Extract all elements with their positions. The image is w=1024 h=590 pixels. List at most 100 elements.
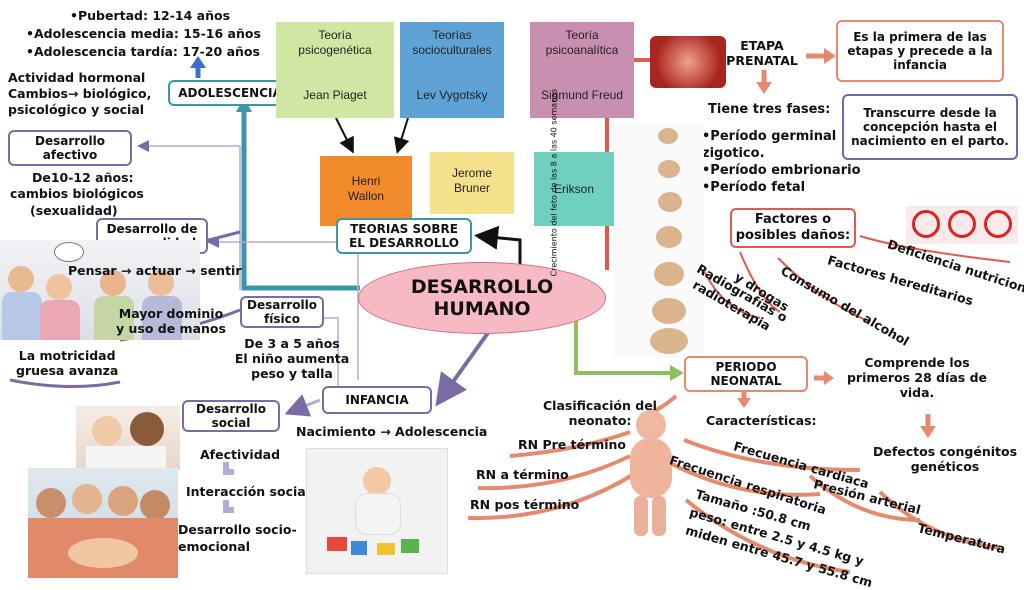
affective-node[interactable]: Desarrollo afectivo bbox=[8, 130, 132, 166]
central-node[interactable]: DESARROLLO HUMANO bbox=[358, 262, 606, 334]
theory-erikson-label: Erikson bbox=[553, 182, 594, 196]
risk-factors-node[interactable]: Factores o posibles daños: bbox=[730, 208, 856, 248]
phase-embryonic: •Período embrionario bbox=[702, 163, 861, 178]
theory-freud[interactable]: Teoría psicoanalítica Sigmund Freud bbox=[530, 22, 634, 118]
think-act-feel: Pensar → actuar → sentir bbox=[68, 263, 242, 278]
theory-bruner-last: Bruner bbox=[453, 181, 491, 195]
no-drugs-icon bbox=[984, 210, 1012, 238]
physical-growth-text: De 3 a 5 años El niño aumenta peso y tal… bbox=[232, 336, 352, 381]
theory-bruner[interactable]: Jerome Bruner bbox=[430, 152, 514, 214]
fetal-growth-caption: Crecimiento del feto de las 8 a las 40 s… bbox=[549, 88, 559, 277]
central-title-line2: HUMANO bbox=[433, 298, 531, 320]
personality-node-line1: Desarrollo de bbox=[106, 222, 198, 236]
prenatal-note2-line2: concepción hasta el bbox=[863, 120, 997, 134]
gross-motor-label: La motricidad gruesa avanza bbox=[16, 348, 118, 378]
phase-fetal: •Período fetal bbox=[702, 180, 806, 195]
hormonal-activity: Actividad hormonal bbox=[8, 70, 146, 85]
risk-factors-line2: posibles daños: bbox=[735, 228, 851, 243]
affective-sexuality: (sexualidad) bbox=[30, 203, 118, 218]
social-step-socioemotional: Desarrollo socio- bbox=[178, 522, 297, 537]
theory-vygotsky-author: Lev Vygotsky bbox=[416, 88, 488, 102]
neonatal-node-line1: PERIODO bbox=[715, 360, 777, 374]
theory-vygotsky[interactable]: Teorías socioculturales Lev Vygotsky bbox=[400, 22, 504, 118]
physical-node-line1: Desarrollo bbox=[247, 298, 317, 312]
social-step-socioemotional-2: emocional bbox=[178, 539, 250, 554]
no-alcohol-icon bbox=[948, 210, 976, 238]
physical-node-line2: físico bbox=[264, 312, 300, 326]
social-node-line2: social bbox=[211, 416, 251, 430]
mother-child-photo bbox=[76, 406, 180, 470]
no-smoking-icon bbox=[912, 210, 940, 238]
neonatal-duration-line2: primeros 28 días de bbox=[846, 370, 988, 385]
fetal-growth-chart: Crecimiento del feto de las 8 a las 40 s… bbox=[550, 89, 704, 358]
congenital-defects: Defectos congénitos genéticos bbox=[870, 444, 1020, 474]
physical-weight-height: peso y talla bbox=[251, 366, 333, 381]
fetus-photo bbox=[650, 36, 726, 88]
social-node[interactable]: Desarrollo social bbox=[182, 400, 280, 432]
gross-motor-line1: La motricidad bbox=[18, 348, 116, 363]
rn-term: RN a término bbox=[476, 467, 569, 482]
theory-wallon-last: Wallon bbox=[347, 189, 385, 203]
prenatal-title-line1: ETAPA bbox=[740, 38, 784, 53]
theory-freud-title: Teoría bbox=[565, 28, 599, 42]
theories-node-line1: TEORIAS SOBRE bbox=[350, 222, 458, 236]
social-step-interaction: Interacción social bbox=[186, 484, 310, 499]
rn-postterm: RN pos término bbox=[470, 497, 580, 512]
theory-vygotsky-title: Teorías bbox=[432, 28, 472, 42]
theories-node[interactable]: TEORIAS SOBRE EL DESARROLLO bbox=[336, 218, 472, 254]
adolescencia-node[interactable]: ADOLESCENCIA bbox=[168, 80, 292, 106]
characteristics-title: Características: bbox=[706, 413, 817, 428]
theory-wallon[interactable]: Henri Wallon bbox=[320, 156, 412, 226]
phase-germinal-2: zigotico. bbox=[702, 146, 765, 161]
prenatal-title: ETAPA PRENATAL bbox=[720, 38, 804, 68]
rn-preterm: RN Pre término bbox=[518, 437, 627, 452]
gross-motor-line2: gruesa avanza bbox=[16, 363, 119, 378]
neonatal-duration-line3: vida. bbox=[899, 385, 935, 400]
mayor-dominio-line2: y uso de manos bbox=[116, 321, 226, 336]
infancy-node[interactable]: INFANCIA bbox=[322, 386, 432, 414]
theory-vygotsky-subtitle: socioculturales bbox=[412, 43, 492, 57]
theory-piaget-subtitle: psicogenética bbox=[298, 43, 372, 57]
theory-freud-author: Sigmund Freud bbox=[540, 88, 624, 102]
theories-node-line2: EL DESARROLLO bbox=[349, 236, 459, 250]
family-photo bbox=[28, 468, 178, 578]
congenital-defects-line2: genéticos bbox=[910, 459, 980, 474]
prenatal-note2-line1: Transcurre desde la bbox=[863, 106, 997, 120]
theory-freud-subtitle: psicoanalítica bbox=[545, 43, 619, 57]
physical-age: De 3 a 5 años bbox=[244, 336, 340, 351]
neonate-classification: Clasificación del neonato: bbox=[540, 398, 660, 428]
phase-germinal: •Período germinal bbox=[702, 129, 837, 144]
children-photo bbox=[0, 240, 200, 340]
mayor-dominio-line1: Mayor dominio bbox=[118, 306, 224, 321]
theory-piaget-author: Jean Piaget bbox=[303, 88, 367, 102]
prenatal-note-duration[interactable]: Transcurre desde la concepción hasta el … bbox=[842, 94, 1018, 160]
affective-changes: cambios biológicos bbox=[10, 186, 144, 201]
theory-erikson[interactable]: Erikson bbox=[534, 152, 614, 226]
prenatal-note1-line3: infancia bbox=[893, 58, 947, 72]
newborn-image bbox=[622, 408, 678, 538]
physical-node[interactable]: Desarrollo físico bbox=[240, 296, 324, 328]
theory-bruner-first: Jerome bbox=[451, 166, 492, 180]
baby-toys-photo bbox=[306, 448, 448, 574]
hormonal-changes: Cambios→ biológico, bbox=[8, 86, 152, 101]
affective-age: De10-12 años: bbox=[32, 170, 134, 185]
congenital-defects-line1: Defectos congénitos bbox=[872, 444, 1018, 459]
prenatal-note-first-stage[interactable]: Es la primera de las etapas y precede a … bbox=[836, 20, 1004, 82]
hormonal-changes-2: psicológico y social bbox=[8, 102, 145, 117]
central-title-line1: DESARROLLO bbox=[410, 276, 554, 298]
prenatal-title-line2: PRENATAL bbox=[726, 53, 798, 68]
theory-piaget-title: Teoría bbox=[318, 28, 352, 42]
affective-node-line2: afectivo bbox=[42, 148, 98, 162]
middle-adolescence-stage: •Adolescencia media: 15-16 años bbox=[26, 26, 261, 41]
social-node-line1: Desarrollo bbox=[196, 402, 266, 416]
warning-icons bbox=[906, 206, 1018, 244]
prenatal-note1-line1: Es la primera de las bbox=[853, 30, 987, 44]
phases-title: Tiene tres fases: bbox=[708, 102, 831, 117]
neonatal-duration-line1: Comprende los bbox=[864, 355, 970, 370]
late-adolescence-stage: •Adolescencia tardía: 17-20 años bbox=[26, 44, 260, 59]
theory-piaget[interactable]: Teoría psicogenética Jean Piaget bbox=[276, 22, 394, 118]
neonatal-node-line2: NEONATAL bbox=[710, 374, 782, 388]
physical-growth: El niño aumenta bbox=[234, 351, 350, 366]
neonatal-node[interactable]: PERIODO NEONATAL bbox=[684, 356, 808, 392]
birth-to-adolescence: Nacimiento → Adolescencia bbox=[296, 424, 488, 439]
